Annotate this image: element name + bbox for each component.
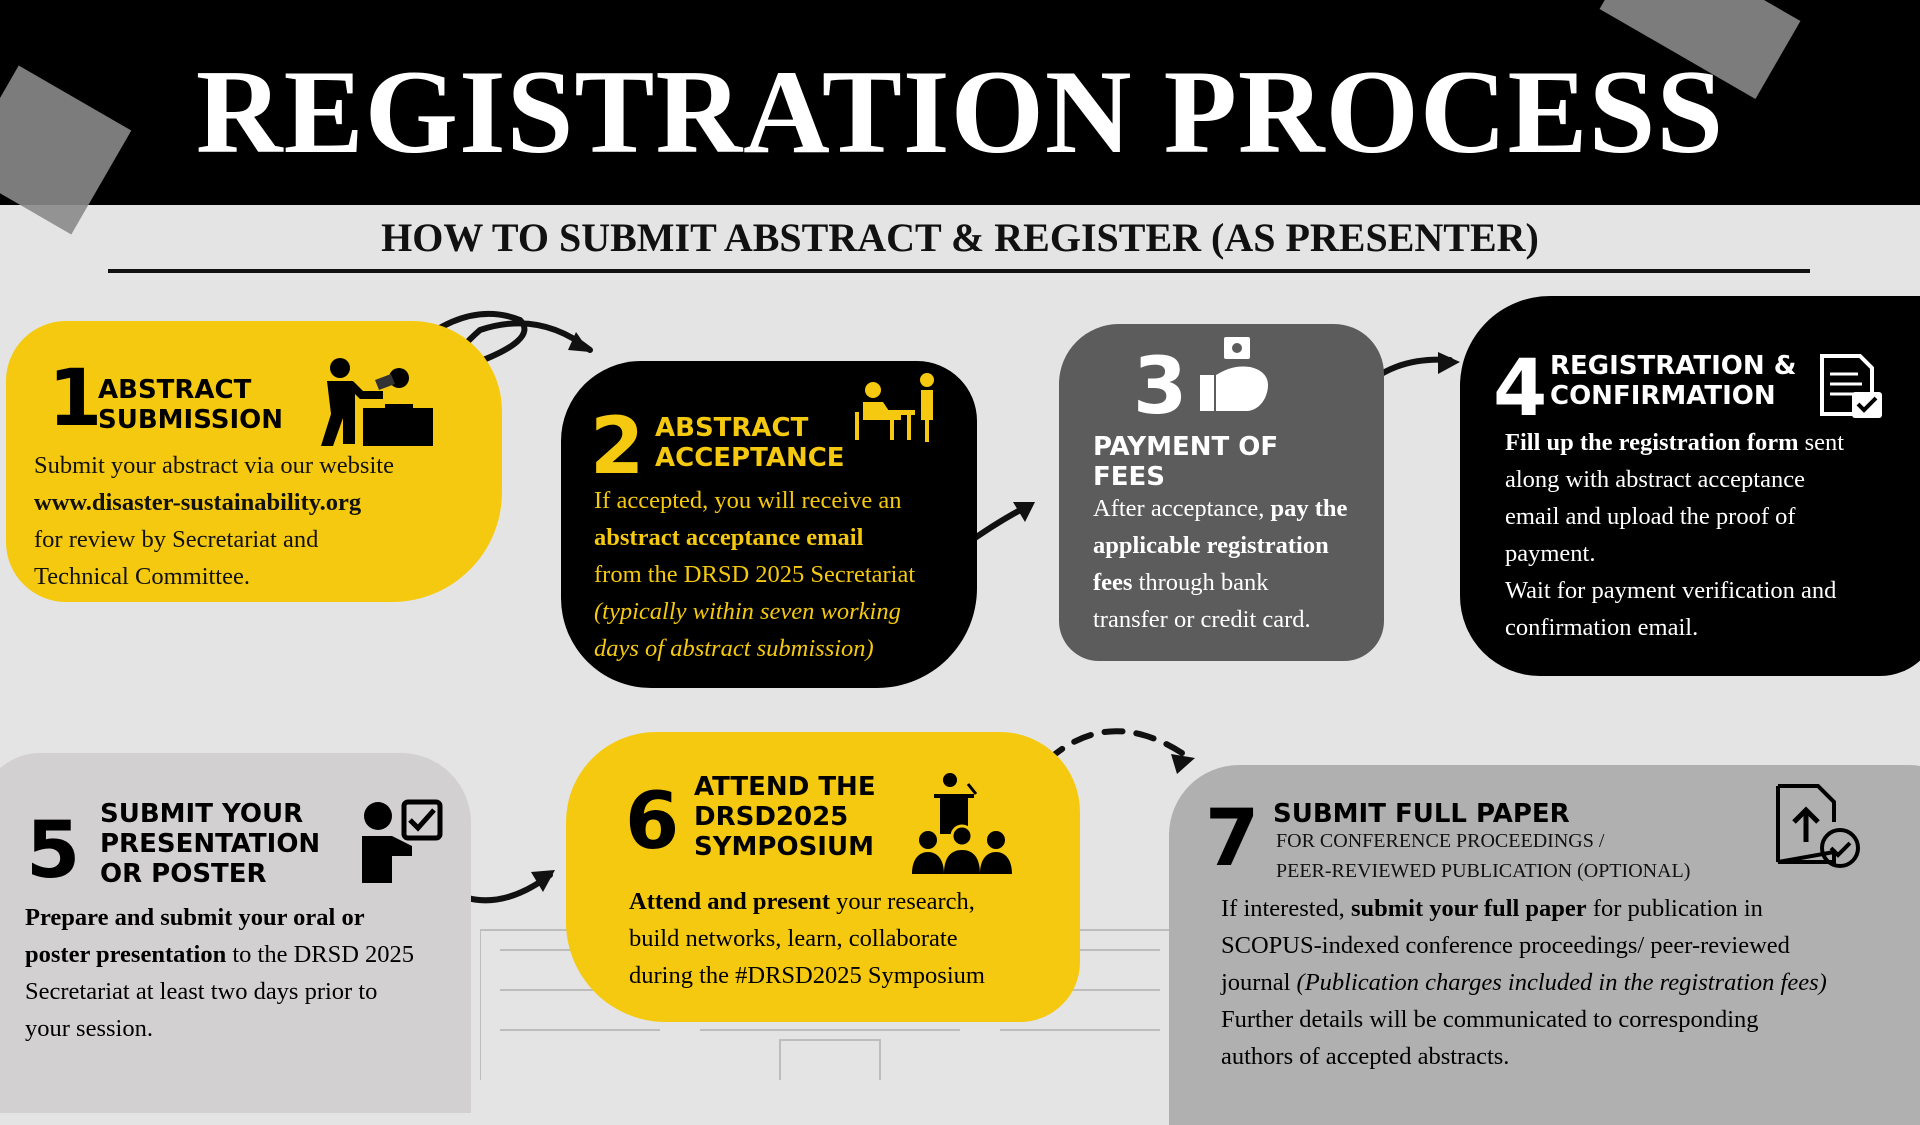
text-line: PEER-REVIEWED PUBLICATION (OPTIONAL) <box>1276 860 1691 882</box>
step-text: Fill up the registration form sent along… <box>1505 424 1920 646</box>
text-line: (typically within seven working <box>594 598 901 625</box>
hand-money-icon <box>1200 337 1268 411</box>
header-banner <box>0 0 1920 205</box>
text-bold: Attend and present <box>629 888 831 915</box>
step-heading: Registration & Confirmation <box>1550 351 1797 411</box>
presenter-at-desk-icon <box>321 358 433 446</box>
step-number: 7 <box>1205 794 1260 884</box>
step-card-4 <box>1460 296 1920 676</box>
text-line: through bank <box>1132 569 1269 596</box>
text-line: from the DRSD 2025 Secretariat <box>594 561 916 588</box>
text-bold: Fill up the registration form <box>1505 429 1799 456</box>
arrow-6-7 <box>1045 728 1188 763</box>
step-card-5 <box>0 753 471 1113</box>
text-line: Technical Committee. <box>34 563 250 590</box>
text-line: along with abstract acceptance <box>1505 466 1805 493</box>
text-bold: poster presentation <box>25 941 227 968</box>
text-line: confirmation email. <box>1505 614 1699 641</box>
step-number: 1 <box>48 354 103 444</box>
step-text: Prepare and submit your oral or poster p… <box>25 899 465 1047</box>
text-line: SCOPUS-indexed conference proceedings/ p… <box>1221 932 1790 959</box>
text-bold: submit your full paper <box>1350 895 1587 922</box>
step-card-1 <box>6 321 502 602</box>
meeting-icon <box>855 373 934 442</box>
step-number: 5 <box>26 806 81 896</box>
text-bold: applicable registration <box>1093 532 1329 559</box>
step-heading: Attend the DRSD2025 Symposium <box>694 772 876 862</box>
text-line: abstract acceptance email <box>594 524 864 551</box>
step-card-7 <box>1169 765 1920 1125</box>
step-text: Attend and present your research, build … <box>629 883 1069 994</box>
step-number: 3 <box>1133 342 1188 432</box>
upload-document-check-icon <box>1776 784 1860 868</box>
text-line: your session. <box>25 1015 153 1042</box>
step-heading: Submit your presentation or poster <box>100 799 321 889</box>
website-link[interactable]: www.disaster-sustainability.org <box>34 489 362 516</box>
text-italic: (Publication charges included in the reg… <box>1296 969 1827 996</box>
text-line: If accepted, you will receive an <box>594 487 902 514</box>
step-text: Submit your abstract via our website www… <box>34 447 494 595</box>
page-subtitle: HOW TO SUBMIT ABSTRACT & REGISTER (AS PR… <box>381 215 1539 260</box>
text-line: sent <box>1798 429 1845 456</box>
text-line: days of abstract submission) <box>594 635 874 662</box>
text-line: journal <box>1221 969 1297 996</box>
step-card-6 <box>566 732 1080 1022</box>
text-line: for publication in <box>1586 895 1763 922</box>
text-line: After acceptance, <box>1093 495 1265 522</box>
text-line: Submit your abstract via our website <box>34 452 394 479</box>
text-line: If interested, <box>1221 895 1351 922</box>
text-line: Further details will be communicated to … <box>1221 1006 1759 1033</box>
text-bold: pay the <box>1270 495 1348 522</box>
step-heading: Payment of Fees <box>1093 432 1279 492</box>
audience-podium-icon <box>912 773 1012 874</box>
text-line: for review by Secretariat and <box>34 526 319 553</box>
divider <box>108 269 1810 273</box>
text-bold: Prepare and submit your oral or <box>25 904 365 931</box>
text-line: email and upload the proof of <box>1505 503 1796 530</box>
text-line: build networks, learn, collaborate <box>629 925 958 952</box>
person-checklist-icon <box>362 799 443 883</box>
step-text: If accepted, you will receive an abstrac… <box>594 482 974 667</box>
page-title: REGISTRATION PROCESS <box>195 45 1725 178</box>
step-subheading: FOR CONFERENCE PROCEEDINGS / PEER-REVIEW… <box>1276 826 1776 886</box>
step-text: If interested, submit your full paper fo… <box>1221 890 1920 1075</box>
step-heading: Submit full paper <box>1273 799 1570 829</box>
text-line: payment. <box>1505 540 1596 567</box>
text-line: authors of accepted abstracts. <box>1221 1043 1510 1070</box>
document-check-icon <box>1820 354 1882 418</box>
text-line: Wait for payment verification and <box>1505 577 1837 604</box>
text-line: FOR CONFERENCE PROCEEDINGS / <box>1276 830 1605 852</box>
text-line: during the #DRSD2025 Symposium <box>629 962 985 989</box>
text-bold: fees <box>1093 569 1133 596</box>
step-heading: Abstract Submission <box>98 375 284 435</box>
text-line: transfer or credit card. <box>1093 606 1311 633</box>
text-line: your research, <box>830 888 975 915</box>
step-text: After acceptance, pay the applicable reg… <box>1093 490 1383 638</box>
text-line: Secretariat at least two days prior to <box>25 978 378 1005</box>
step-number: 6 <box>625 777 680 867</box>
step-number: 2 <box>590 402 645 492</box>
step-heading: Abstract Acceptance <box>655 413 845 473</box>
text-line: to the DRSD 2025 <box>226 941 415 968</box>
step-number: 4 <box>1493 344 1548 434</box>
